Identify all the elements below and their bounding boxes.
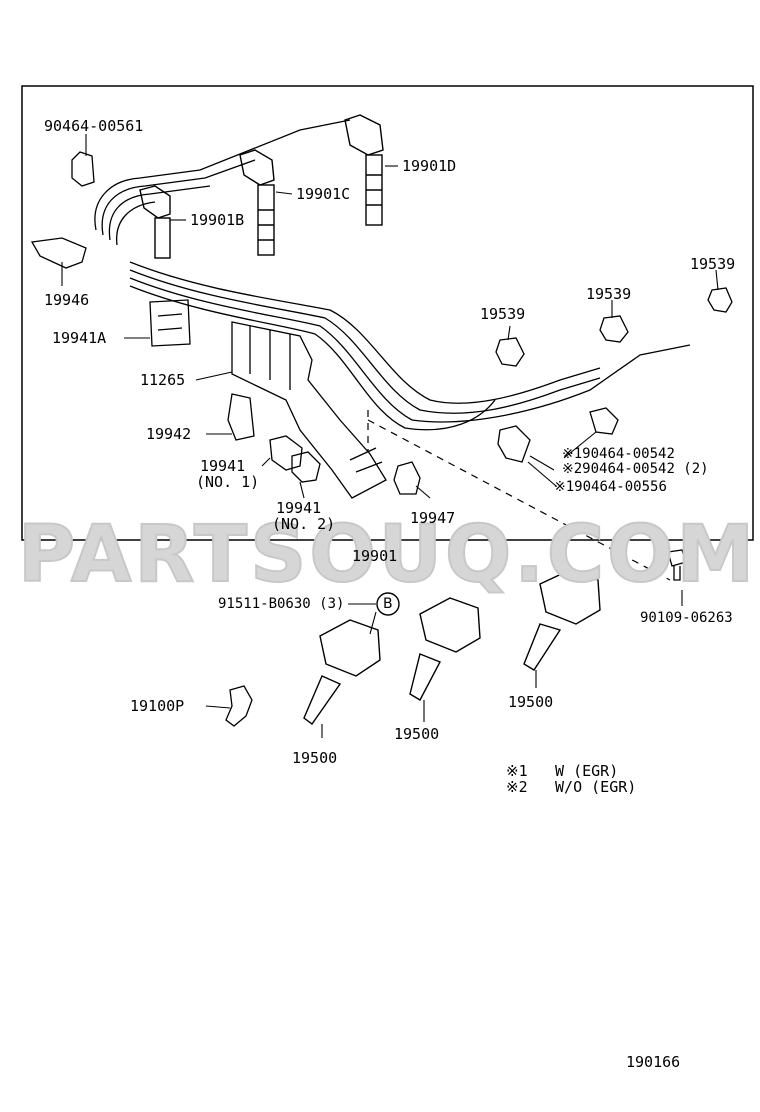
label-91511-B0630: 91511-B0630 (3) — [218, 596, 345, 612]
legend-row-2: ※2 W/O (EGR) — [506, 778, 636, 796]
label-19539-a: 19539 — [480, 305, 526, 323]
label-19947: 19947 — [410, 509, 456, 527]
label-19941A: 19941A — [52, 329, 107, 347]
legend-text-1: W (EGR) — [555, 762, 619, 780]
label-19901D: 19901D — [402, 157, 457, 175]
label-19941-no2: 19941 — [276, 499, 322, 517]
callout-b-circle — [376, 592, 400, 616]
ignition-coils — [303, 569, 601, 725]
assembly-frame — [21, 85, 754, 541]
label-19100P: 19100P — [130, 697, 185, 715]
label-11265: 11265 — [140, 371, 186, 389]
spark-plug — [225, 685, 253, 727]
label-19946: 19946 — [44, 291, 90, 309]
callout-b-letter: B — [383, 596, 393, 612]
legend-mark-1: ※1 — [506, 762, 528, 780]
group-label-19901: 19901 — [352, 547, 398, 565]
label-no2: (NO. 2) — [272, 515, 336, 533]
watermark: PARTSOUQ.COM — [17, 509, 758, 601]
plug-boots — [139, 114, 384, 259]
ignition-wire-bundle — [94, 119, 691, 431]
label-19500-a: 19500 — [292, 749, 338, 767]
label-90464-00542-1: ※190464-00542 — [562, 446, 675, 462]
label-no1: (NO. 1) — [196, 473, 260, 491]
label-19500-b: 19500 — [394, 725, 440, 743]
clip-parts — [30, 151, 733, 499]
legend-text-2: W/O (EGR) — [555, 778, 637, 796]
label-90464-00542-2: ※290464-00542 (2) — [562, 461, 709, 477]
label-19901B: 19901B — [190, 211, 245, 229]
label-19500-c: 19500 — [508, 693, 554, 711]
legend-mark-2: ※2 — [506, 778, 528, 796]
label-19539-c: 19539 — [690, 255, 736, 273]
bolt — [667, 549, 687, 581]
legend-row-1: ※1 W (EGR) — [506, 762, 618, 780]
label-19539-b: 19539 — [586, 285, 632, 303]
label-90109-06263: 90109-06263 — [640, 610, 733, 626]
diagram-code: 190166 — [626, 1053, 681, 1071]
dashed-leader — [367, 410, 671, 581]
leader-lines — [61, 134, 719, 738]
label-90464-00561: 90464-00561 — [44, 117, 144, 135]
label-90464-00556: ※190464-00556 — [554, 479, 667, 495]
label-19901C: 19901C — [296, 185, 351, 203]
label-19942: 19942 — [146, 425, 192, 443]
label-19941-no1: 19941 — [200, 457, 246, 475]
